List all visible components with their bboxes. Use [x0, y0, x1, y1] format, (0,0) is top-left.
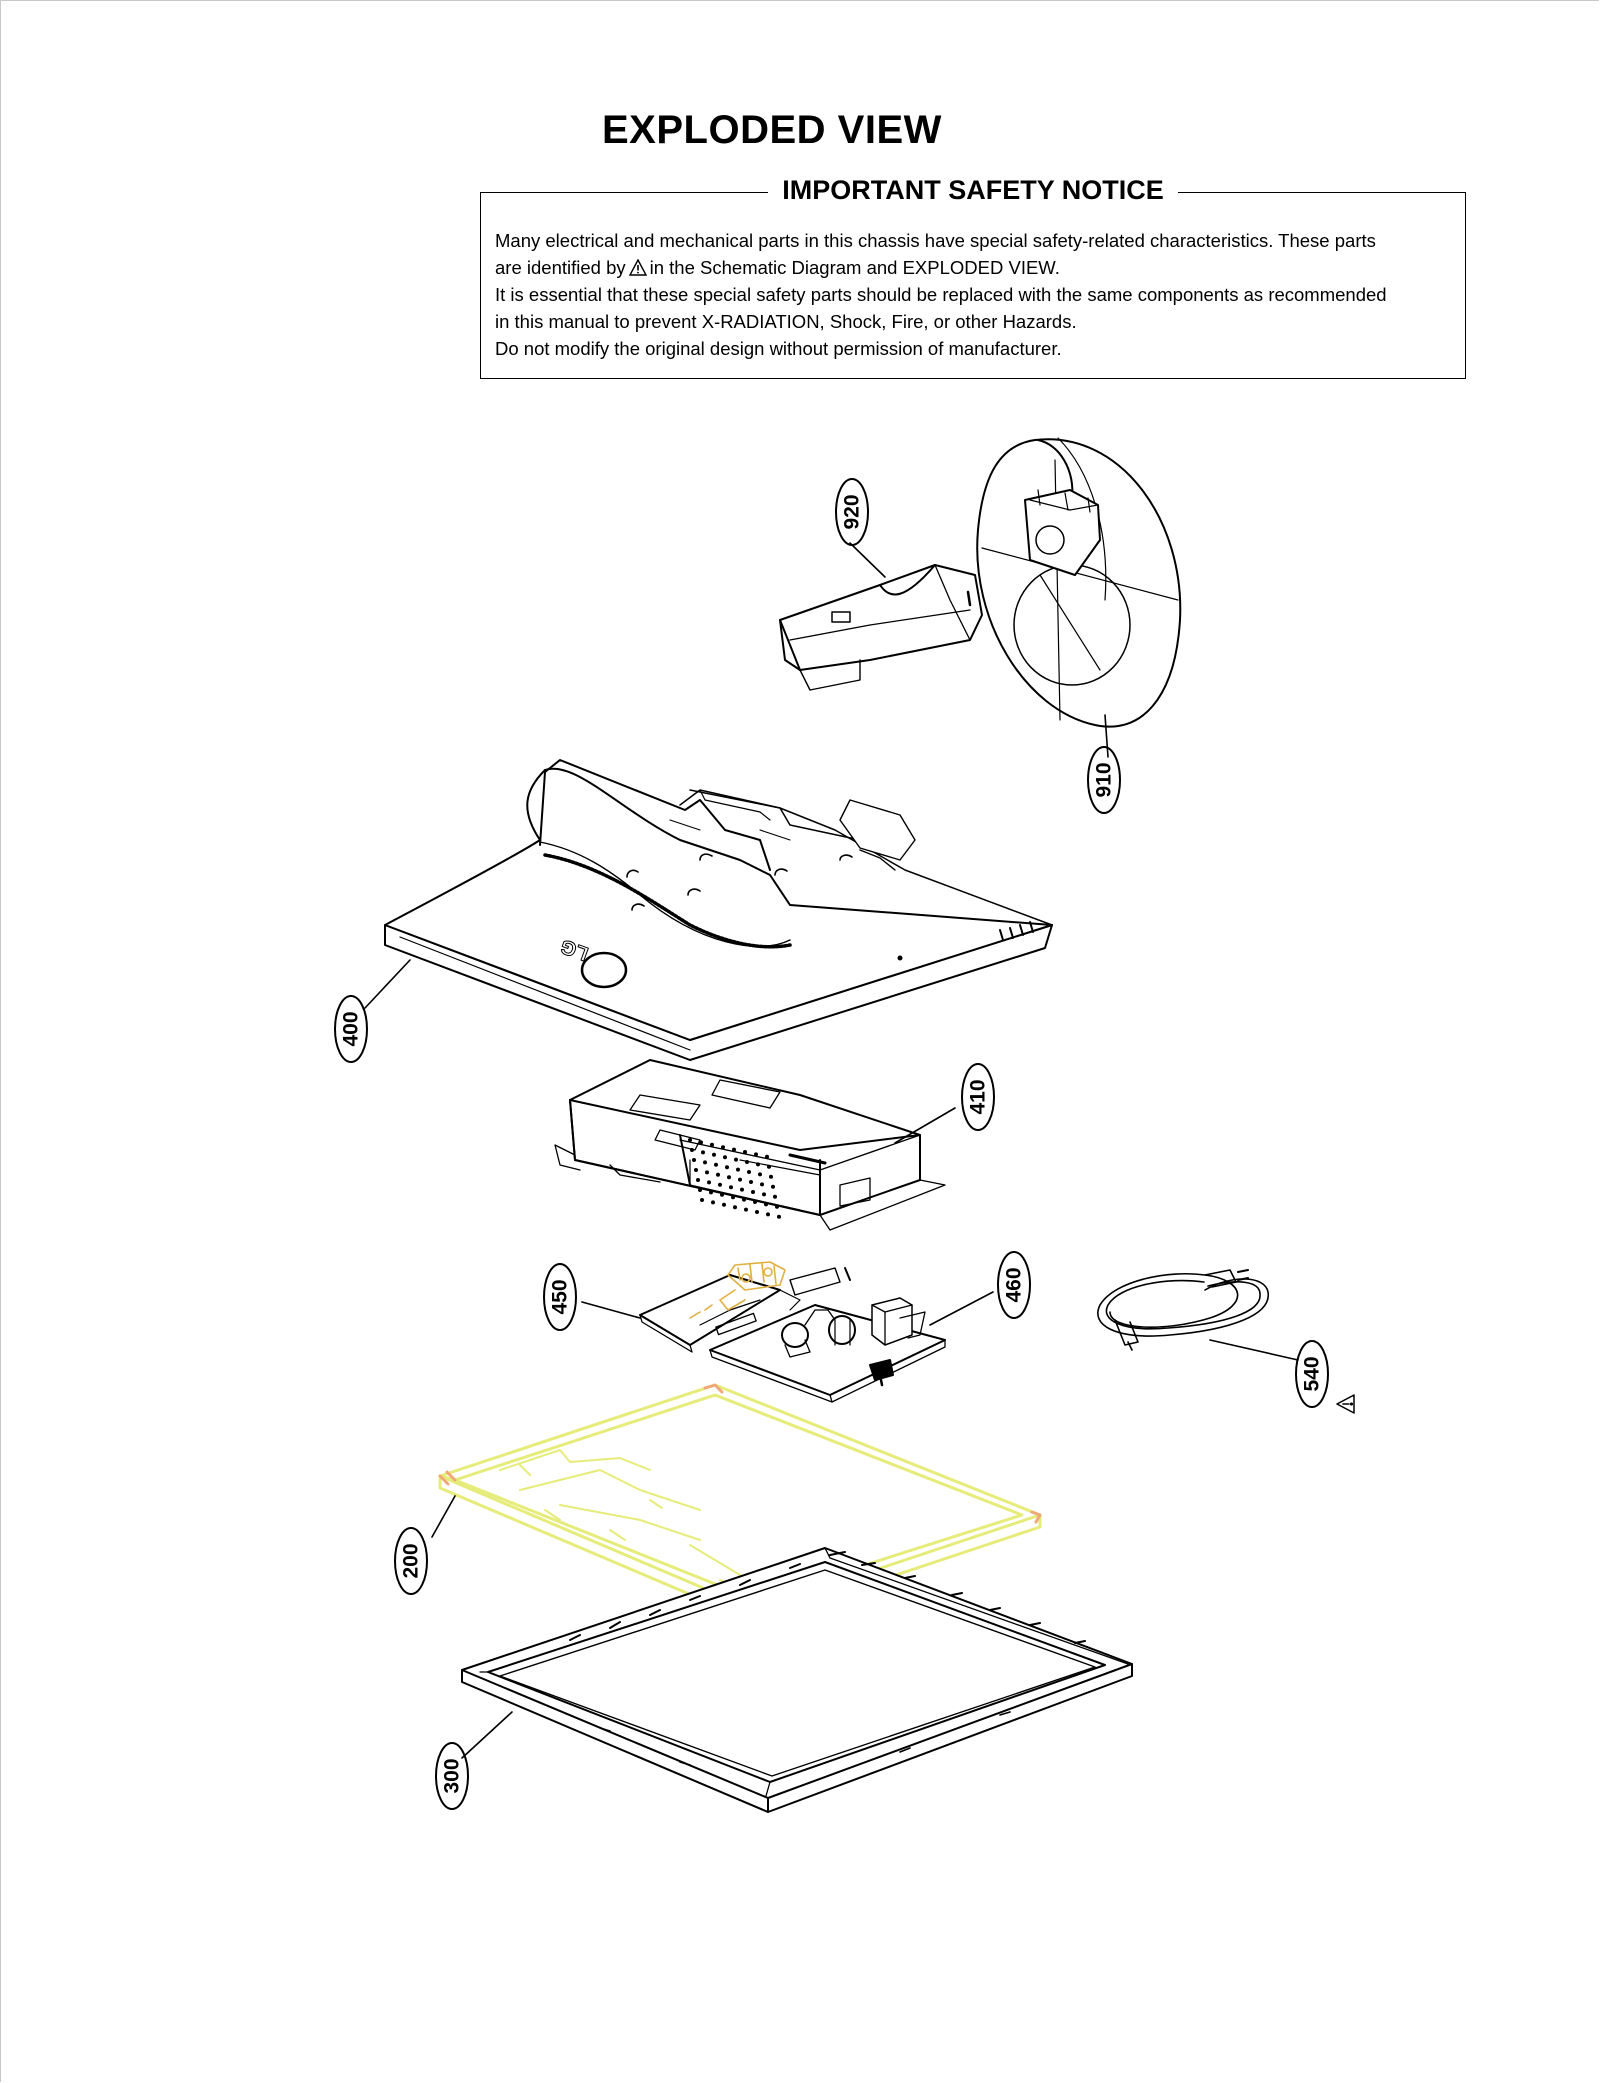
power-cord-540 [1097, 1269, 1269, 1351]
callout-540: 540 [1301, 1356, 1324, 1391]
vent-hole [734, 1157, 738, 1162]
vent-hole [775, 1204, 779, 1209]
vent-hole [733, 1205, 737, 1210]
vent-hole [723, 1155, 727, 1160]
vent-hole [773, 1194, 777, 1199]
vent-hole [690, 1148, 694, 1152]
vent-hole [736, 1167, 740, 1172]
vent-hole [777, 1214, 781, 1219]
vent-hole [705, 1170, 709, 1175]
callout-910: 910 [1093, 762, 1116, 797]
vent-hole [731, 1195, 735, 1200]
notice-line: Do not modify the original design withou… [495, 338, 1062, 359]
vent-hole [694, 1168, 698, 1172]
vent-hole [758, 1172, 762, 1177]
callout-200: 200 [400, 1543, 423, 1578]
vent-hole [732, 1147, 736, 1152]
stand-base-910 [976, 437, 1182, 728]
safety-notice-title: IMPORTANT SAFETY NOTICE [481, 175, 1465, 206]
notice-line: Many electrical and mechanical parts in … [495, 230, 1376, 251]
vent-hole [740, 1187, 744, 1192]
vent-hole [738, 1177, 742, 1182]
vent-hole [707, 1180, 711, 1185]
leader-lines [364, 542, 1299, 1759]
callout-400: 400 [340, 1011, 363, 1046]
warning-triangle-icon [628, 259, 647, 276]
callout-920: 920 [841, 494, 864, 529]
callout-460: 460 [1003, 1267, 1026, 1302]
warning-triangle-icon [1336, 1394, 1355, 1414]
inner-frame-200 [438, 1383, 1042, 1624]
vent-hole [747, 1170, 751, 1174]
power-board-460 [709, 1297, 946, 1403]
stand-neck-920 [779, 564, 983, 691]
vent-hole [754, 1152, 758, 1157]
shield-box-410 [554, 1059, 946, 1231]
board-components [689, 1261, 786, 1319]
vent-hole [765, 1154, 769, 1159]
vent-hole [753, 1200, 757, 1204]
notice-line: It is essential that these special safet… [495, 284, 1387, 305]
vent-hole [722, 1202, 726, 1207]
vent-hole [762, 1192, 766, 1197]
vent-hole [769, 1174, 773, 1179]
vent-hole [710, 1142, 714, 1147]
callout-450: 450 [549, 1279, 572, 1314]
front-bezel-300 [461, 1547, 1133, 1813]
vent-hole [767, 1164, 771, 1169]
vent-hole [729, 1185, 733, 1190]
vent-hole [712, 1152, 716, 1157]
page-title: EXPLODED VIEW [602, 108, 942, 152]
vent-hole [760, 1182, 764, 1187]
vent-hole [727, 1175, 731, 1180]
vent-hole [749, 1180, 753, 1184]
shield-vents [688, 1138, 781, 1219]
vent-hole [745, 1160, 749, 1164]
vent-hole [725, 1165, 729, 1170]
vent-hole [703, 1160, 707, 1165]
vent-hole [709, 1190, 713, 1195]
main-board-450 [639, 1267, 851, 1353]
vent-hole [764, 1202, 768, 1207]
vent-hole [714, 1162, 718, 1167]
vent-hole [743, 1150, 747, 1154]
vent-hole [698, 1188, 702, 1192]
callout-410: 410 [967, 1079, 990, 1114]
vent-hole [721, 1145, 725, 1150]
vent-hole [744, 1207, 748, 1212]
vent-hole [766, 1212, 770, 1217]
frame-corner-marks [438, 1383, 1042, 1612]
vent-hole [696, 1178, 700, 1182]
vent-hole [751, 1190, 755, 1194]
vent-hole [771, 1184, 775, 1189]
safety-notice-box: IMPORTANT SAFETY NOTICE Many electrical … [480, 175, 1466, 379]
vent-hole [756, 1162, 760, 1167]
vent-hole [718, 1182, 722, 1187]
callout-300: 300 [441, 1758, 464, 1793]
vent-hole [755, 1210, 759, 1214]
vent-hole [688, 1138, 692, 1142]
safety-notice-text: Many electrical and mechanical parts in … [495, 227, 1453, 362]
notice-line: in this manual to prevent X-RADIATION, S… [495, 311, 1077, 332]
vent-hole [720, 1192, 724, 1197]
vent-hole [701, 1150, 705, 1155]
vent-hole [700, 1198, 704, 1202]
back-cover-400: LG [384, 759, 1053, 1061]
svg-text:LG: LG [558, 934, 592, 964]
vent-hole [716, 1172, 720, 1177]
vent-hole [711, 1200, 715, 1205]
vent-hole [742, 1197, 746, 1202]
vent-hole [692, 1158, 696, 1162]
vent-hole [699, 1140, 703, 1145]
callout-ellipses [334, 478, 1329, 1810]
